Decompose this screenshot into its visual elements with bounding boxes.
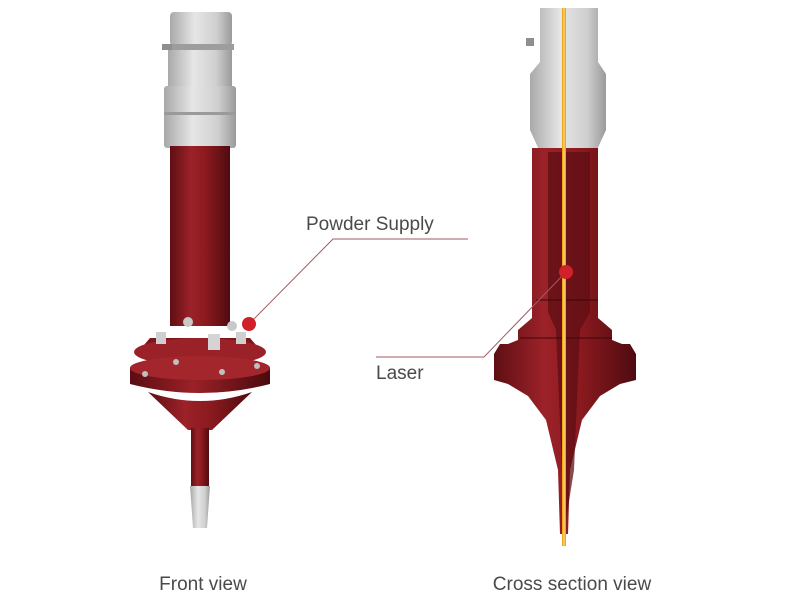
front-screw (219, 369, 225, 375)
front-view-nozzle (130, 12, 270, 528)
front-tip-metal (190, 486, 210, 528)
laser-leader (376, 271, 567, 358)
powder-supply-marker (242, 317, 256, 331)
front-bolt (208, 334, 220, 350)
cross-side-pin (526, 38, 534, 46)
powder-supply-leader (248, 238, 468, 325)
front-collar-band (164, 112, 236, 115)
cross-connector (530, 8, 606, 152)
front-cone (148, 392, 252, 430)
powder-supply-label: Powder Supply (306, 214, 434, 235)
front-bolt (227, 321, 237, 331)
laser-callout: Laser (376, 265, 573, 384)
cross-section-caption: Cross section view (493, 574, 652, 595)
front-view-caption: Front view (159, 574, 247, 595)
laser-label: Laser (376, 363, 424, 384)
front-screw (254, 363, 260, 369)
front-bolt (183, 317, 193, 327)
front-screw (173, 359, 179, 365)
front-collar (164, 86, 236, 148)
powder-supply-callout: Powder Supply (242, 214, 468, 331)
front-disc-top (130, 356, 270, 380)
front-shaft (170, 146, 230, 326)
front-connector-ring (168, 44, 234, 50)
front-connector-body (168, 50, 232, 86)
front-side-pin (162, 44, 172, 50)
front-tip-stem (191, 428, 209, 486)
front-bolt (156, 332, 166, 344)
cross-inner-channel (548, 152, 590, 520)
front-bolt (236, 332, 246, 344)
laser-marker (559, 265, 573, 279)
front-top-cap (170, 12, 232, 46)
front-screw (142, 371, 148, 377)
